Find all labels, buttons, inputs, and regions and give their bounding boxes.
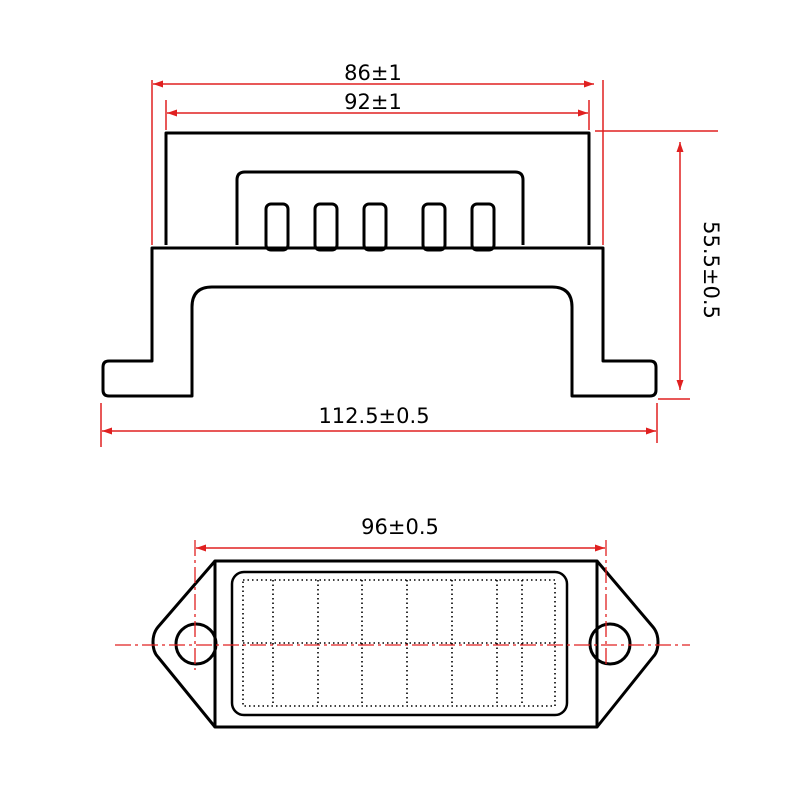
dimension-hole-spacing: 96±0.5: [196, 515, 605, 552]
terminal-pin: [421, 202, 447, 252]
left-mounting-hole: [174, 622, 218, 666]
terminal-pin: [362, 202, 388, 252]
left-mounting-ear: [151, 560, 217, 728]
terminal-pin: [313, 202, 339, 252]
center-lines: [115, 540, 690, 670]
terminal-grid-border: [242, 579, 556, 707]
terminal-cover: [235, 170, 525, 245]
terminal-pin: [264, 202, 290, 252]
dimension-label-height: 55.5±0.5: [699, 221, 723, 319]
top-view: [151, 559, 660, 729]
dimension-label-hole-spacing: 96±0.5: [361, 515, 439, 539]
dimension-label-width-inner: 92±1: [344, 90, 402, 114]
terminal-pin: [470, 202, 496, 252]
dimension-width-inner: 92±1: [165, 90, 590, 130]
terminal-grid: [242, 579, 556, 707]
dimension-height: 55.5±0.5: [595, 130, 723, 400]
right-mounting-ear: [595, 560, 660, 728]
right-mounting-hole: [588, 622, 632, 666]
dimension-base-width: 112.5±0.5: [100, 403, 658, 447]
dimension-label-base-width: 112.5±0.5: [318, 404, 429, 428]
upper-housing: [164, 131, 591, 245]
base-with-feet: [101, 246, 658, 398]
side-view: [101, 131, 658, 398]
cover-outline: [230, 570, 569, 717]
dimension-label-width-outer: 86±1: [344, 61, 402, 85]
dimension-width-outer: 86±1: [151, 61, 604, 245]
